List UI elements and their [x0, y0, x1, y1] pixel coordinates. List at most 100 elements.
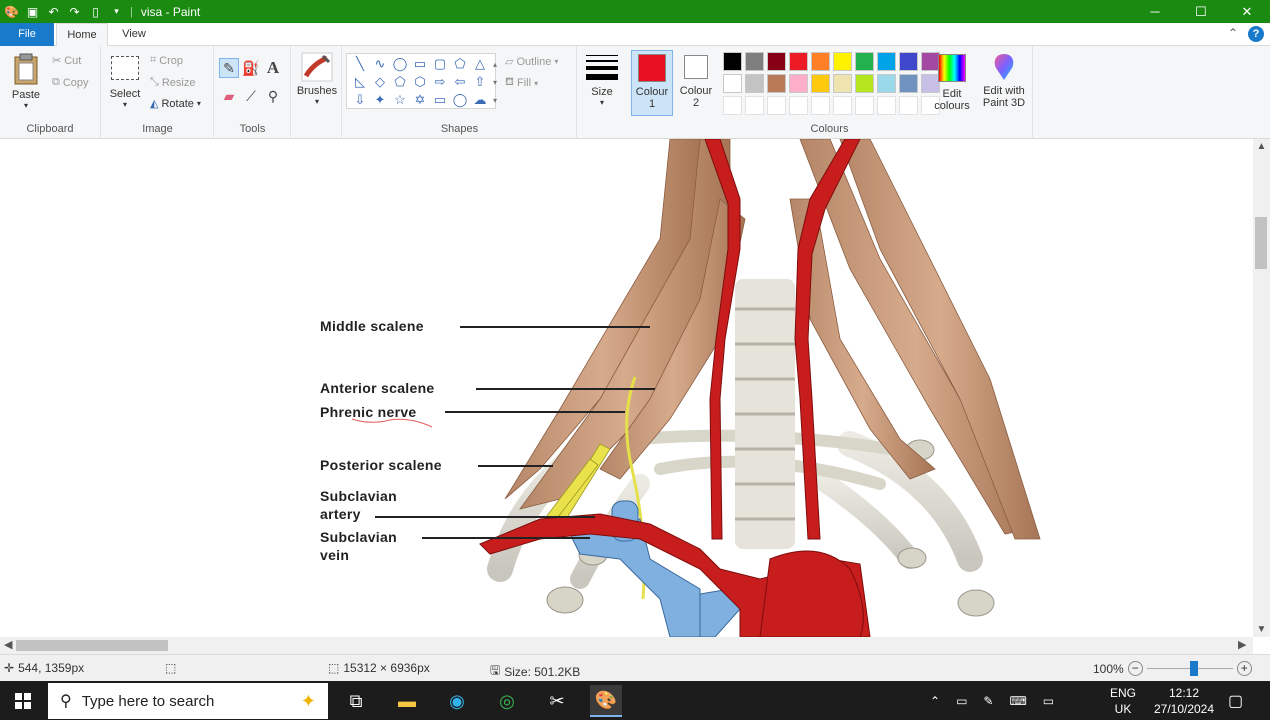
palette-swatch[interactable] — [833, 74, 852, 93]
palette-swatch[interactable] — [811, 74, 830, 93]
tab-home[interactable]: Home — [56, 23, 108, 46]
up-arrow-shape-icon[interactable]: ⇧ — [474, 74, 486, 89]
palette-swatch[interactable] — [723, 96, 742, 115]
diamond-shape-icon[interactable]: ◇ — [375, 74, 385, 89]
hexagon-shape-icon[interactable]: ⬡ — [414, 74, 426, 89]
keyboard-icon[interactable]: ⌨ — [1009, 693, 1027, 708]
new-file-icon[interactable]: ▯ — [92, 4, 99, 19]
palette-swatch[interactable] — [877, 74, 896, 93]
scroll-right-icon[interactable]: ▶ — [1238, 639, 1247, 651]
palette-swatch[interactable] — [789, 52, 808, 71]
colour-1-button[interactable]: Colour 1 — [631, 50, 673, 116]
edge-browser-icon[interactable]: ◉ — [449, 690, 465, 711]
horizontal-scroll-thumb[interactable] — [16, 640, 168, 651]
left-arrow-shape-icon[interactable]: ⇦ — [454, 74, 466, 89]
palette-swatch[interactable] — [789, 96, 808, 115]
colour-picker-icon[interactable]: ⟋ — [246, 87, 256, 104]
snipping-tool-icon[interactable]: ✂ — [549, 690, 565, 711]
right-triangle-shape-icon[interactable]: ◺ — [355, 74, 365, 89]
zoom-out-icon[interactable]: − — [1127, 661, 1143, 676]
palette-swatch[interactable] — [855, 96, 874, 115]
palette-swatch[interactable] — [899, 52, 918, 71]
language-indicator[interactable]: ENG UK — [1110, 681, 1136, 720]
pen-icon[interactable]: ✎ — [983, 693, 994, 708]
tab-file[interactable]: File — [0, 23, 54, 46]
palette-swatch[interactable] — [811, 96, 830, 115]
palette-swatch[interactable] — [899, 74, 918, 93]
paint-logo-icon[interactable]: 🎨 — [4, 4, 19, 19]
undo-icon[interactable]: ↶ — [48, 4, 59, 19]
palette-swatch[interactable] — [767, 96, 786, 115]
file-explorer-icon[interactable]: ▬ — [398, 690, 416, 711]
rounded-rectangle-shape-icon[interactable]: ▢ — [433, 56, 447, 71]
oval-callout-shape-icon[interactable]: ◯ — [452, 92, 468, 107]
palette-swatch[interactable] — [745, 52, 764, 71]
paste-button[interactable]: Paste ▾ — [8, 52, 44, 110]
eraser-icon[interactable]: ▰ — [223, 87, 235, 104]
shapes-gallery[interactable]: ╲∿◯▭▢⬠△ ◺◇⬠⬡⇨⇦⇧ ⇩✦☆✡▭◯☁ — [346, 53, 496, 109]
customize-quick-access-icon[interactable]: ▾ — [114, 6, 119, 16]
outline-button[interactable]: ▱Outline▾ — [505, 55, 559, 69]
zoom-in-icon[interactable]: + — [1236, 661, 1252, 676]
collapse-ribbon-icon[interactable]: ⌃ — [1227, 26, 1238, 40]
curve-shape-icon[interactable]: ∿ — [374, 56, 386, 71]
copy-button[interactable]: ⧉Copy — [52, 76, 89, 89]
close-button[interactable]: ✕ — [1241, 3, 1253, 19]
palette-swatch[interactable] — [899, 96, 918, 115]
show-hidden-icons-icon[interactable]: ⌃ — [930, 693, 941, 708]
palette-swatch[interactable] — [767, 74, 786, 93]
scroll-down-icon[interactable]: ▼ — [1256, 624, 1267, 635]
callout-shape-icon[interactable]: ▭ — [433, 92, 447, 107]
horizontal-scrollbar[interactable]: ◀ ▶ — [0, 637, 1253, 654]
palette-swatch[interactable] — [723, 52, 742, 71]
edit-with-paint-3d-button[interactable]: Edit with Paint 3D — [979, 52, 1029, 109]
zoom-slider-thumb[interactable] — [1189, 661, 1198, 676]
edit-colours-button[interactable]: Edit colours — [931, 52, 973, 112]
palette-swatch[interactable] — [723, 74, 742, 93]
redo-icon[interactable]: ↷ — [69, 4, 80, 19]
oval-shape-icon[interactable]: ◯ — [392, 56, 408, 71]
clock[interactable]: 12:12 27/10/2024 — [1146, 681, 1222, 720]
palette-swatch[interactable] — [833, 52, 852, 71]
scroll-up-icon[interactable]: ▲ — [1256, 141, 1267, 152]
tab-view[interactable]: View — [122, 28, 146, 40]
paint-app-icon[interactable]: 🎨 — [590, 685, 622, 717]
taskbar-search-box[interactable]: ⚲ Type here to search ✦ — [48, 683, 328, 719]
display-icon[interactable]: ▭ — [1042, 693, 1055, 708]
vertical-scrollbar[interactable]: ▲ ▼ — [1253, 139, 1270, 637]
maximize-button[interactable]: ☐ — [1195, 3, 1207, 19]
zoom-slider[interactable] — [1146, 661, 1233, 676]
notifications-icon[interactable]: ▢ — [1228, 692, 1244, 710]
palette-swatch[interactable] — [767, 52, 786, 71]
pencil-icon[interactable]: ✎ — [219, 58, 239, 78]
palette-swatch[interactable] — [833, 96, 852, 115]
canvas-area[interactable]: Middle scalene Anterior scalene Phrenic … — [0, 139, 1253, 637]
palette-swatch[interactable] — [789, 74, 808, 93]
fill-button[interactable]: ⛾Fill▾ — [505, 76, 539, 89]
palette-swatch[interactable] — [745, 96, 764, 115]
palette-swatch[interactable] — [877, 52, 896, 71]
network-icon[interactable]: ▭ — [956, 693, 968, 708]
rotate-button[interactable]: ◭Rotate▾ — [150, 97, 201, 111]
four-point-star-shape-icon[interactable]: ✦ — [374, 92, 386, 107]
save-icon[interactable]: ▣ — [26, 4, 39, 19]
help-icon[interactable]: ? — [1248, 26, 1264, 42]
right-arrow-shape-icon[interactable]: ⇨ — [434, 74, 446, 89]
line-shape-icon[interactable]: ╲ — [356, 56, 364, 71]
magnifier-icon[interactable]: ⚲ — [267, 87, 279, 104]
vertical-scroll-thumb[interactable] — [1255, 217, 1267, 269]
five-point-star-shape-icon[interactable]: ☆ — [394, 92, 406, 107]
polygon-shape-icon[interactable]: ⬠ — [454, 56, 466, 71]
palette-swatch[interactable] — [877, 96, 896, 115]
shapes-scroll-icon[interactable]: ▴▾▾ — [493, 60, 498, 105]
down-arrow-shape-icon[interactable]: ⇩ — [354, 92, 366, 107]
palette-swatch[interactable] — [921, 96, 940, 115]
cut-button[interactable]: ✂Cut — [52, 54, 81, 68]
size-button[interactable]: Size ▾ — [584, 52, 620, 107]
text-tool-icon[interactable]: A — [266, 58, 280, 77]
palette-swatch[interactable] — [745, 74, 764, 93]
minimize-button[interactable]: ─ — [1150, 4, 1160, 19]
brushes-button[interactable]: Brushes ▾ — [296, 52, 338, 106]
triangle-shape-icon[interactable]: △ — [475, 56, 485, 71]
scroll-left-icon[interactable]: ◀ — [4, 639, 13, 651]
